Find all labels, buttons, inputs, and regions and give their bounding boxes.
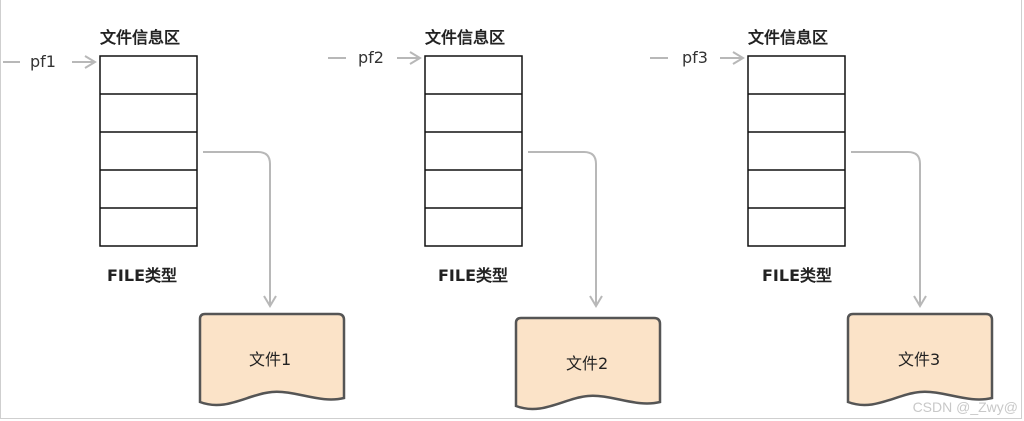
pointer-label-2: pf2	[358, 48, 384, 67]
document-shape-3	[846, 312, 994, 407]
document-label-3: 文件3	[898, 350, 941, 369]
document-shape-2	[514, 316, 662, 411]
document-label-1: 文件1	[249, 350, 292, 369]
document-label-2: 文件2	[566, 354, 609, 373]
file-group-3	[650, 51, 994, 407]
file-info-table-1	[99, 55, 198, 247]
document-shape-1	[198, 312, 346, 407]
pointer-label-3: pf3	[682, 48, 708, 67]
file-info-title-1: 文件信息区	[100, 28, 181, 47]
file-type-label-2: FILE类型	[438, 266, 509, 285]
file-group-2	[328, 51, 662, 411]
watermark: CSDN @_Zwy@	[912, 399, 1018, 415]
file-info-table-2	[424, 55, 523, 247]
pointer-label-1: pf1	[30, 52, 56, 71]
file-info-table-3	[747, 55, 846, 247]
file-link-arrow-1	[203, 151, 277, 308]
file-link-arrow-3	[851, 151, 927, 308]
file-link-arrow-2	[528, 151, 603, 308]
file-type-label-3: FILE类型	[762, 266, 833, 285]
file-group-1	[3, 55, 346, 407]
file-type-label-1: FILE类型	[107, 266, 178, 285]
file-info-title-3: 文件信息区	[748, 28, 829, 47]
file-info-title-2: 文件信息区	[425, 28, 506, 47]
